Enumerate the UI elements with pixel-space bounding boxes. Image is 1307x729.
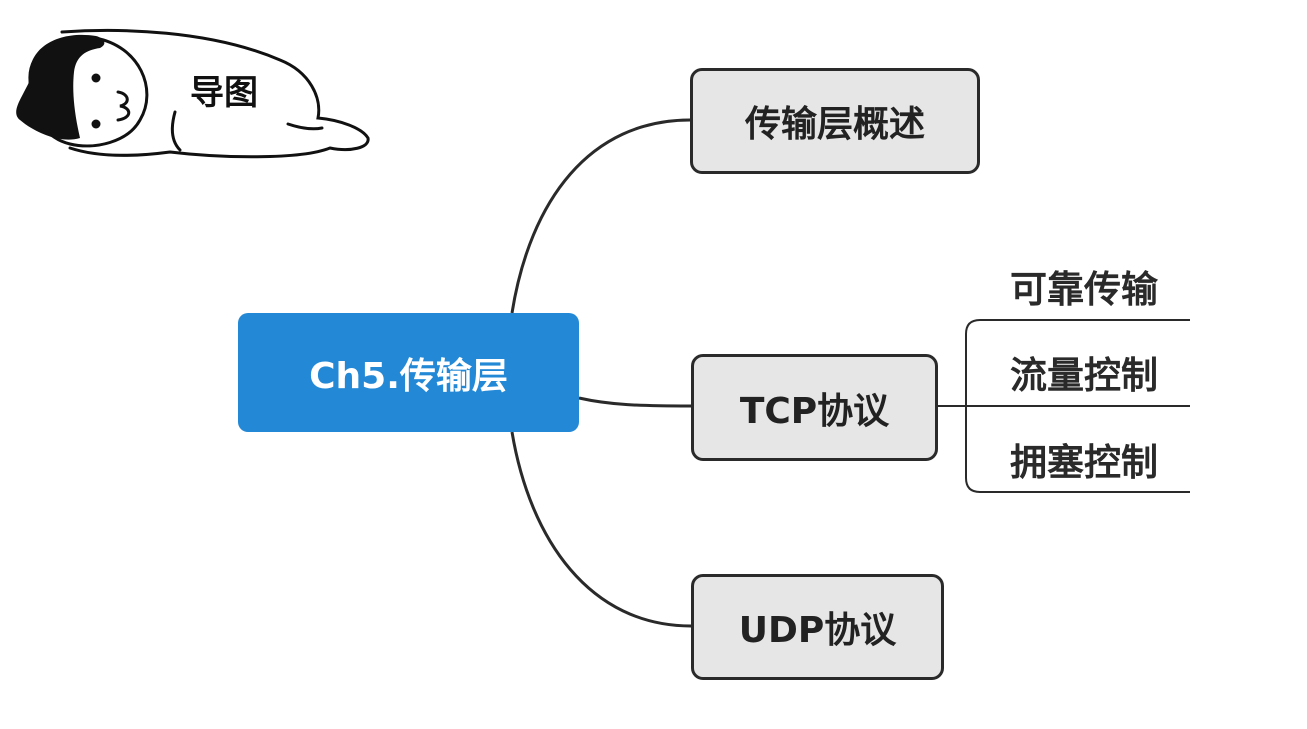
- node-label: UDP协议: [738, 610, 897, 651]
- leaf-flow-control[interactable]: 流量控制: [1010, 354, 1158, 397]
- leaf-congestion-control[interactable]: 拥塞控制: [1010, 441, 1158, 484]
- node-tcp-protocol[interactable]: TCP协议: [691, 354, 938, 461]
- connector-tcp-bracket: [938, 319, 1190, 493]
- sticker-title: 导图: [190, 73, 258, 113]
- node-label: TCP协议: [739, 390, 890, 432]
- connector-root-udp: [510, 431, 692, 628]
- lying-character-sticker: [16, 28, 370, 159]
- root-node-ch5[interactable]: Ch5.传输层: [238, 313, 579, 432]
- leaf-reliable-transfer[interactable]: 可靠传输: [1010, 268, 1158, 311]
- root-node-label: Ch5.传输层: [309, 355, 508, 397]
- connector-root-overview: [510, 118, 691, 314]
- node-udp-protocol[interactable]: UDP协议: [691, 574, 944, 680]
- connector-root-tcp: [578, 396, 692, 408]
- node-label: 传输层概述: [744, 104, 925, 145]
- node-transport-overview[interactable]: 传输层概述: [690, 68, 980, 174]
